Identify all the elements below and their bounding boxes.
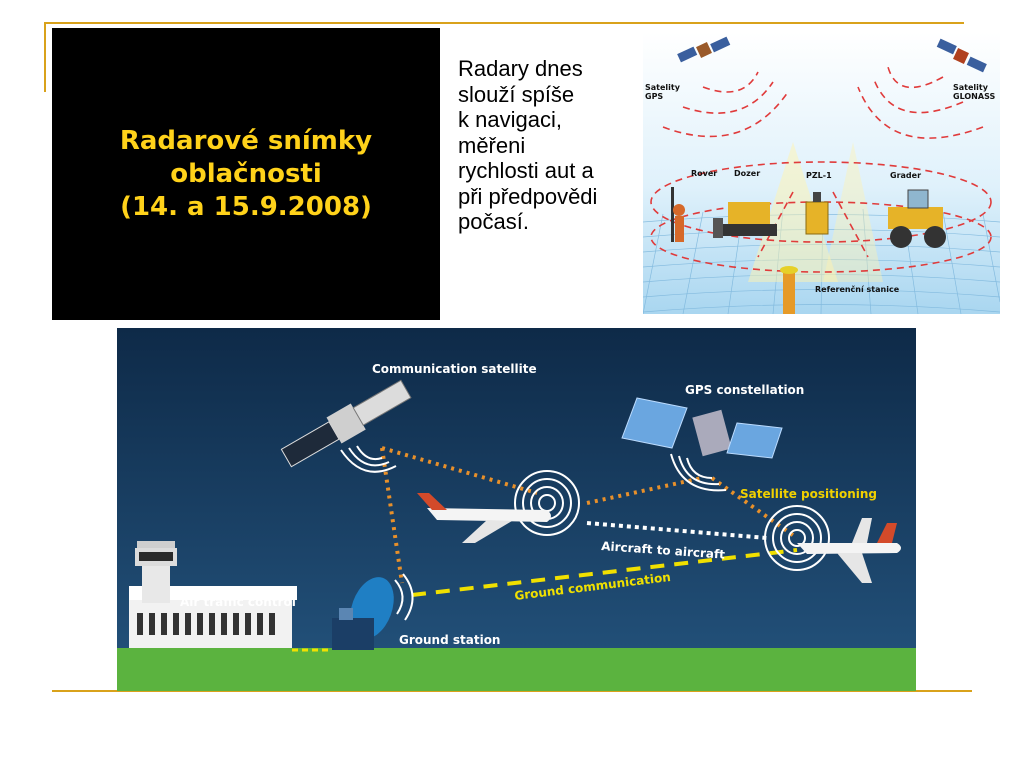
body-line-2: slouží spíše — [458, 81, 575, 107]
title-line-2: oblačnosti — [170, 158, 322, 189]
aviation-illustration: Communication satellite GPS constellatio… — [117, 328, 916, 691]
bottom-rule — [52, 690, 972, 692]
label-rover: Rover — [691, 169, 717, 178]
label-sat-gps-1: Satelity — [645, 83, 681, 92]
body-line-1: Radary dnes — [458, 56, 583, 81]
label-reference-station: Referenční stanice — [815, 284, 900, 294]
body-line-7: počasí. — [458, 209, 529, 234]
body-line-5: rychlosti aut a — [458, 158, 594, 183]
body-text: Radary dnes slouží spíše k navigaci, měř… — [458, 56, 642, 235]
title-line-1: Radarové snímky — [119, 125, 373, 156]
label-sat-gps-2: GPS — [645, 92, 663, 101]
body-line-4: měřeni — [458, 132, 526, 158]
left-rule — [44, 22, 46, 92]
label-air-traffic-control: Air traffic control — [180, 595, 296, 609]
label-communication-satellite: Communication satellite — [372, 362, 537, 376]
title-line-3: (14. a 15.9.2008) — [120, 191, 372, 222]
label-dozer: Dozer — [734, 169, 760, 178]
label-ground-station: Ground station — [399, 633, 500, 647]
label-pzl: PZL-1 — [806, 171, 832, 180]
label-gps-constellation: GPS constellation — [685, 383, 804, 397]
body-line-6: při předpovědi — [458, 183, 598, 209]
label-sat-glonass-1: Satelity — [953, 83, 989, 92]
top-rule — [44, 22, 964, 24]
gnss-illustration: Satelity GPS Satelity GLONASS Rover Doze… — [643, 32, 1000, 314]
label-sat-glonass-2: GLONASS — [953, 92, 995, 101]
label-grader: Grader — [890, 171, 921, 180]
body-line-3: k navigaci, — [458, 107, 562, 132]
label-satellite-positioning: Satellite positioning — [740, 487, 877, 501]
title-panel: Radarové snímky oblačnosti (14. a 15.9.2… — [52, 28, 440, 320]
